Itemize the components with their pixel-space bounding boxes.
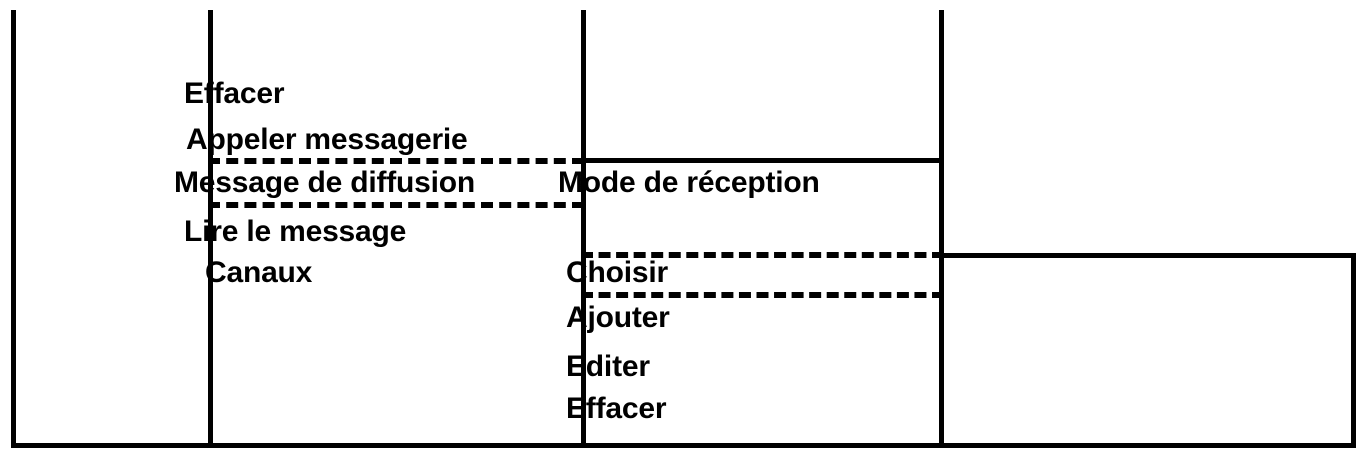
divider-vertical-4	[939, 10, 944, 448]
right-panel-right-edge	[1351, 253, 1356, 448]
divider-horizontal-bottom	[11, 443, 944, 448]
menu-item-ajouter[interactable]: Ajouter	[566, 301, 670, 334]
divider-vertical-2	[208, 10, 213, 448]
menu-item-editer[interactable]: Editer	[566, 350, 650, 383]
menu-item-message-de-diffusion[interactable]: Message de diffusion	[174, 166, 476, 199]
right-panel-top-edge	[939, 253, 1356, 258]
menu-item-effacer-1[interactable]: Effacer	[184, 77, 285, 110]
menu-item-lire-le-message[interactable]: Lire le message	[184, 215, 407, 248]
divider-horizontal-top	[581, 158, 944, 163]
menu-item-canaux[interactable]: Canaux	[205, 256, 313, 289]
right-panel-bottom-edge	[939, 443, 1356, 448]
menu-item-choisir[interactable]: Choisir	[566, 256, 668, 289]
menu-header-mode-de-reception[interactable]: Mode de réception	[558, 166, 820, 199]
menu-item-effacer-2[interactable]: Effacer	[566, 392, 667, 425]
divider-vertical-1	[11, 10, 16, 448]
divider-vertical-3	[581, 10, 586, 448]
menu-item-appeler-messagerie[interactable]: Appeler messagerie	[186, 123, 468, 156]
